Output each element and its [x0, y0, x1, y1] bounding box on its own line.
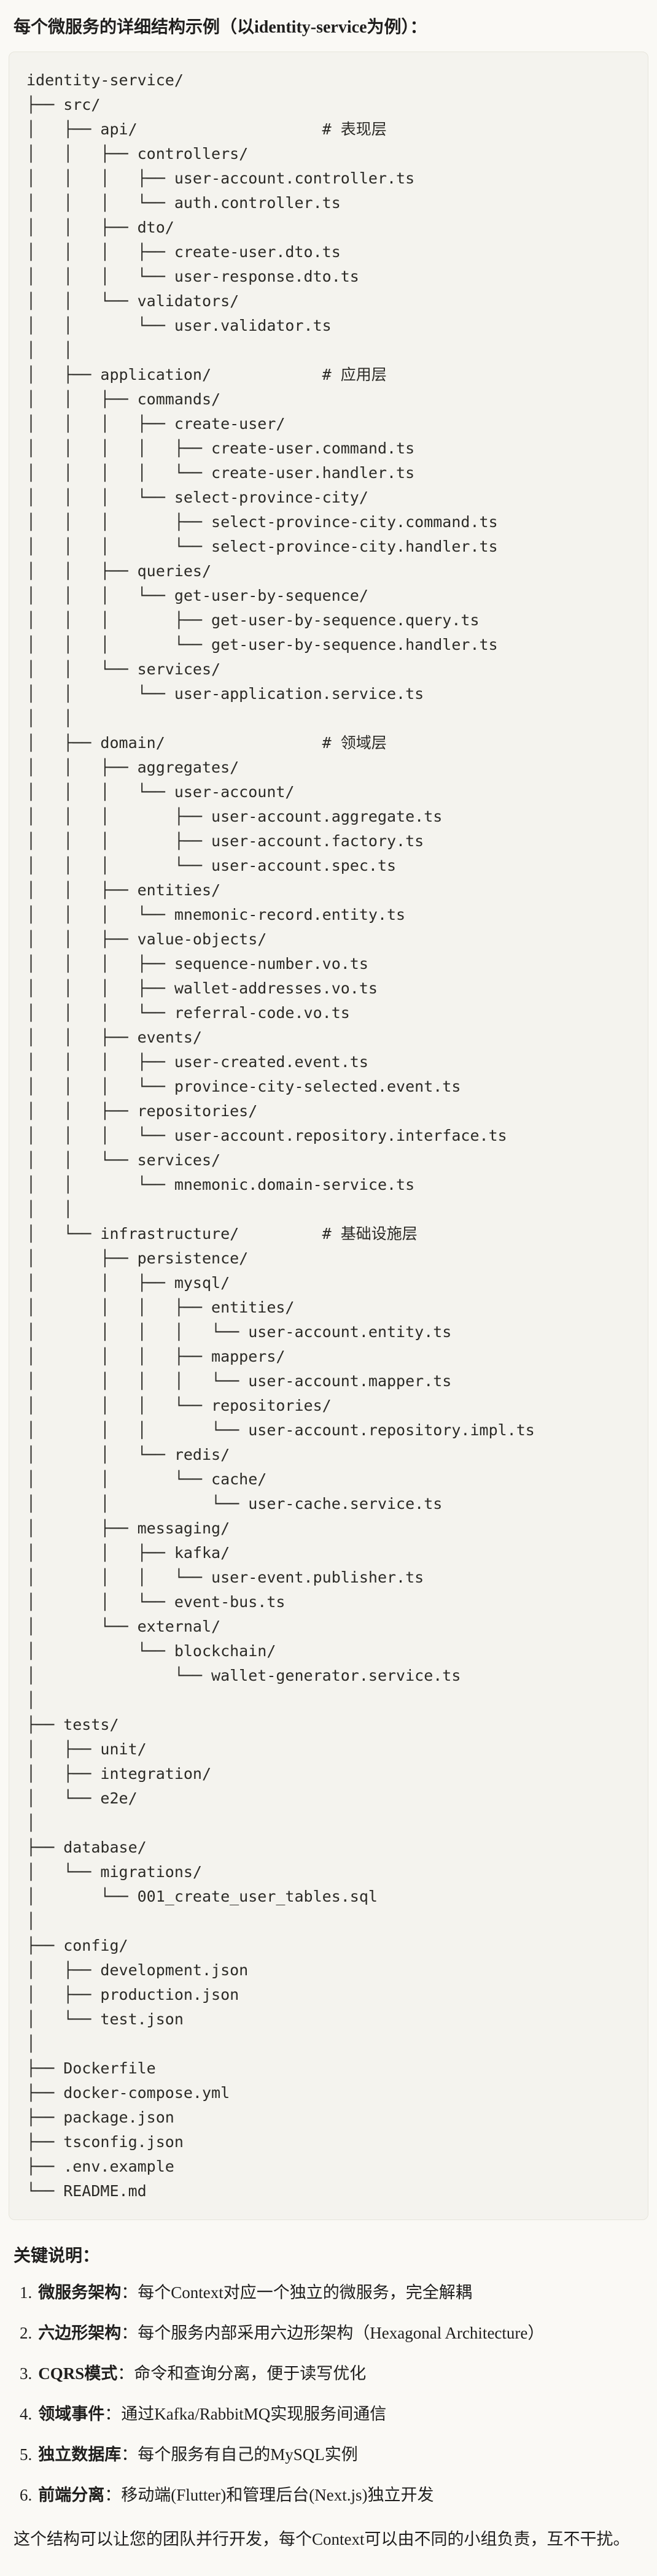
page-title: 每个微服务的详细结构示例（以identity-service为例）： [14, 18, 427, 37]
note-text: ：移动端(Flutter)和管理后台(Next.js)独立开发 [104, 2485, 434, 2504]
note-term: 六边形架构 [38, 2323, 122, 2342]
code-block: identity-service/ ├── src/ │ ├── api/ # … [9, 51, 648, 2220]
note-text: ：每个Context对应一个独立的微服务，完全解耦 [121, 2283, 472, 2302]
note-item: 6. 前端分离：移动端(Flutter)和管理后台(Next.js)独立开发 [20, 2483, 643, 2507]
note-number: 2. [20, 2323, 33, 2342]
note-number: 1. [20, 2283, 33, 2302]
directory-tree: identity-service/ ├── src/ │ ├── api/ # … [26, 71, 535, 2200]
note-item: 1. 微服务架构：每个Context对应一个独立的微服务，完全解耦 [20, 2280, 643, 2305]
closing-paragraph: 这个结构可以让您的团队并行开发，每个Context可以由不同的小组负责，互不干扰… [14, 2529, 630, 2548]
note-text: ：命令和查询分离，便于读写优化 [117, 2364, 367, 2383]
note-number: 6. [20, 2485, 33, 2504]
notes-section: 关键说明： 1. 微服务架构：每个Context对应一个独立的微服务，完全解耦 2… [14, 2242, 643, 2551]
note-term: 独立数据库 [38, 2445, 122, 2464]
note-term: 微服务架构 [38, 2283, 122, 2302]
note-term: 领域事件 [38, 2404, 105, 2423]
note-text: ：每个服务内部采用六边形架构（Hexagonal Architecture） [121, 2323, 545, 2342]
notes-list: 1. 微服务架构：每个Context对应一个独立的微服务，完全解耦 2. 六边形架构… [14, 2280, 643, 2507]
note-number: 3. [20, 2364, 33, 2383]
note-number: 5. [20, 2445, 33, 2464]
note-item: 2. 六边形架构：每个服务内部采用六边形架构（Hexagonal Architec… [20, 2321, 643, 2345]
note-text: ：每个服务有自己的MySQL实例 [121, 2445, 358, 2464]
note-number: 4. [20, 2404, 33, 2423]
note-item: 3. CQRS模式：命令和查询分离，便于读写优化 [20, 2361, 643, 2386]
note-item: 4. 领域事件：通过Kafka/RabbitMQ实现服务间通信 [20, 2402, 643, 2426]
note-term: 前端分离 [38, 2485, 105, 2504]
note-term: CQRS模式 [38, 2364, 118, 2383]
notes-heading: 关键说明： [14, 2246, 100, 2266]
note-text: ：通过Kafka/RabbitMQ实现服务间通信 [104, 2404, 387, 2423]
note-item: 5. 独立数据库：每个服务有自己的MySQL实例 [20, 2442, 643, 2467]
